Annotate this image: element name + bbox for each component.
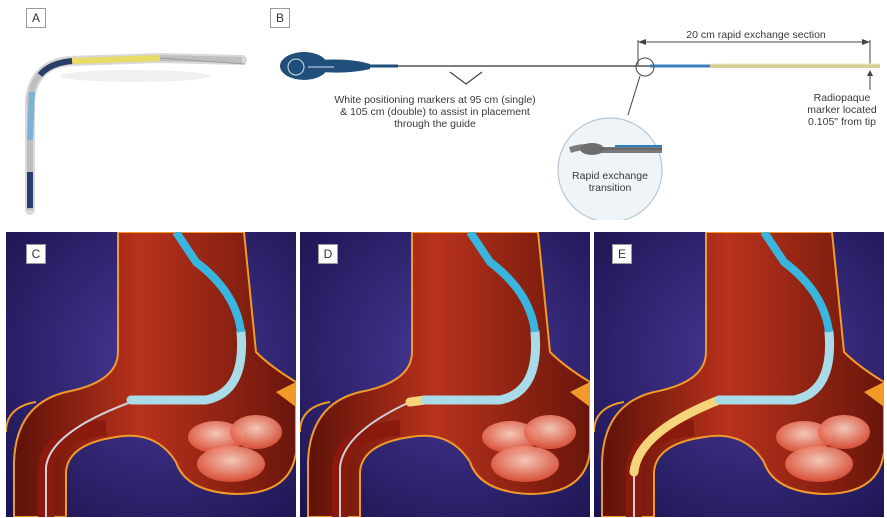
markers-caption-line: through the guide bbox=[300, 118, 570, 130]
inset-caption-line: Rapid exchange bbox=[550, 170, 670, 182]
panel-a-catheter-illustration bbox=[10, 30, 260, 220]
inset-caption-line: transition bbox=[550, 182, 670, 194]
panel-e-label: E bbox=[612, 244, 632, 264]
rapid-exchange-bracket-label: 20 cm rapid exchange section bbox=[640, 29, 872, 41]
markers-caption: White positioning markers at 95 cm (sing… bbox=[300, 94, 570, 130]
radiopaque-caption-line: 0.105" from tip bbox=[800, 116, 884, 128]
panel-c-label: C bbox=[26, 244, 46, 264]
panel-a-label: A bbox=[26, 8, 46, 28]
panel-d-label: D bbox=[318, 244, 338, 264]
panel-c-anatomy-illustration bbox=[6, 232, 296, 517]
inset-caption: Rapid exchange transition bbox=[550, 170, 670, 194]
markers-caption-line: & 105 cm (double) to assist in placement bbox=[300, 106, 570, 118]
radiopaque-caption: Radiopaque marker located 0.105" from ti… bbox=[800, 92, 884, 128]
markers-caption-line: White positioning markers at 95 cm (sing… bbox=[300, 94, 570, 106]
panel-e-anatomy-illustration bbox=[594, 232, 884, 517]
radiopaque-caption-line: Radiopaque bbox=[800, 92, 884, 104]
radiopaque-caption-line: marker located bbox=[800, 104, 884, 116]
panel-d-anatomy-illustration bbox=[300, 232, 590, 517]
